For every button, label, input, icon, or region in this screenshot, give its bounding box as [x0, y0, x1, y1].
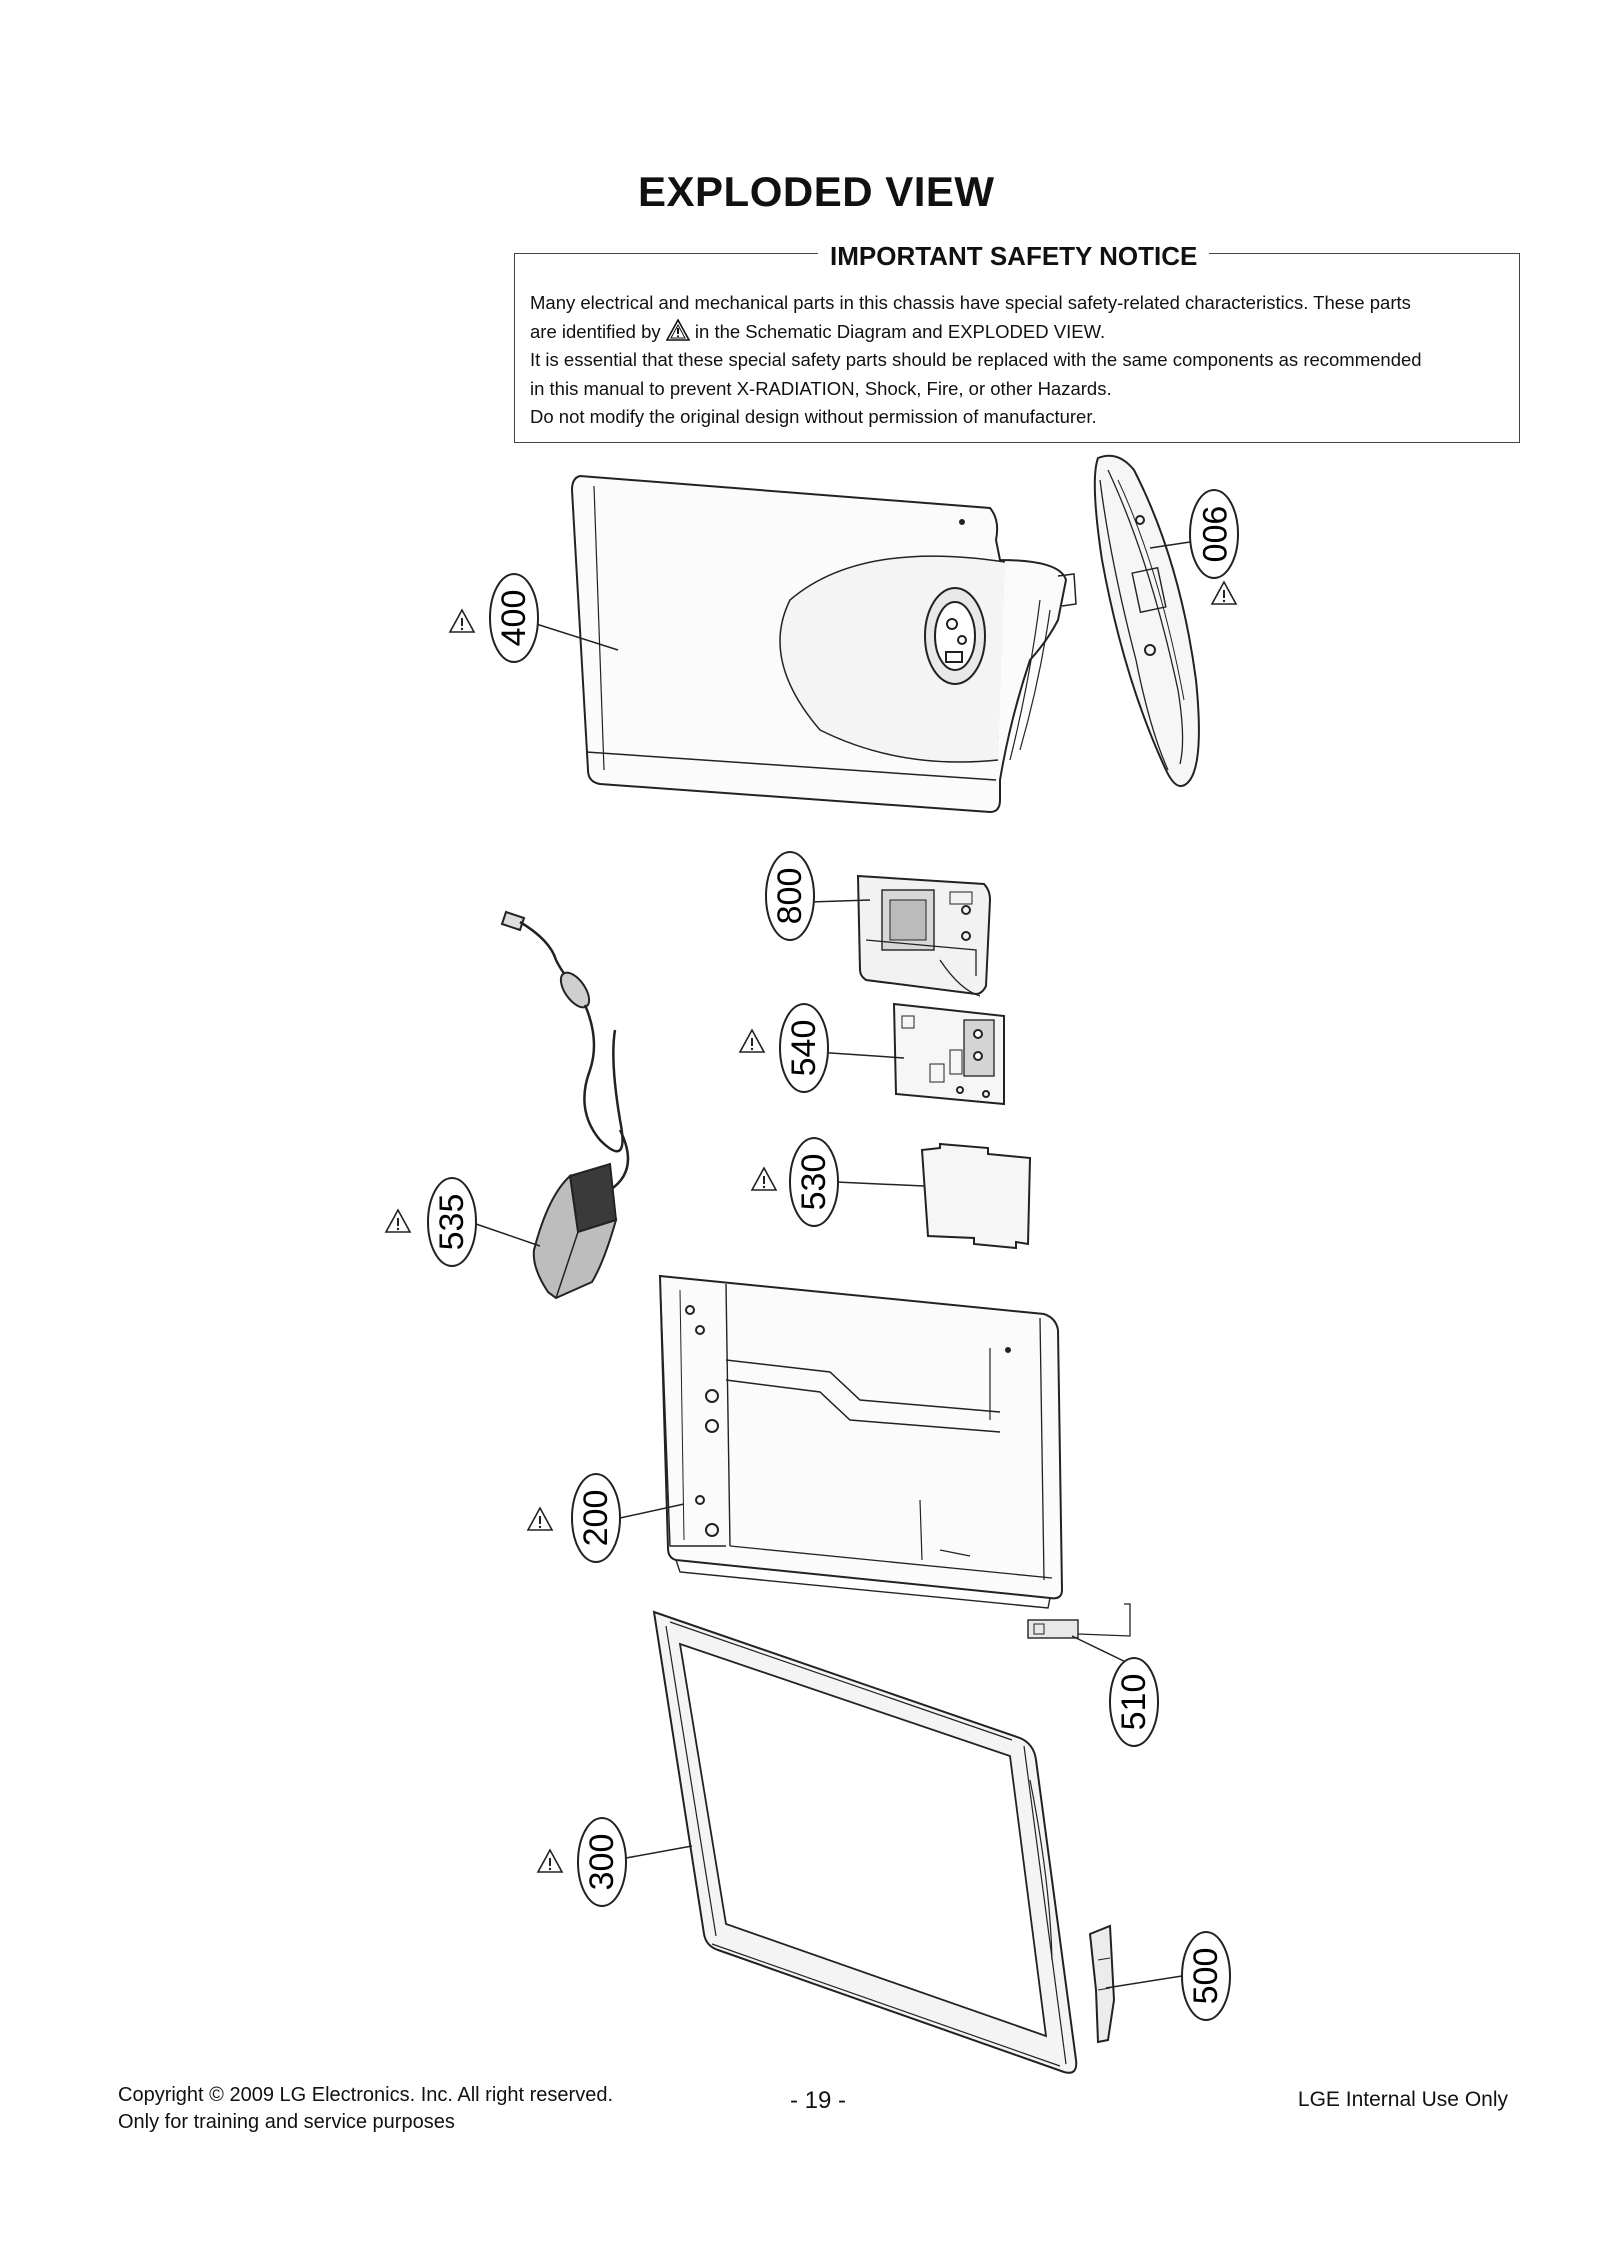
part-label-text: 400 — [495, 590, 533, 647]
shield-plate-part — [920, 1142, 1032, 1250]
part-label-text: 530 — [795, 1154, 833, 1211]
safety-warning-icon — [1211, 581, 1237, 605]
part-label-text: 540 — [785, 1020, 823, 1077]
footer-purpose: Only for training and service purposes — [118, 2111, 455, 2133]
stand-base-part — [1093, 454, 1200, 788]
lcd-panel-part — [658, 1274, 1064, 1609]
part-label-510: 510 — [1109, 1657, 1159, 1747]
safety-warning-icon — [665, 318, 690, 341]
part-label-535: 535 — [427, 1177, 477, 1267]
notice-line: Many electrical and mechanical parts in … — [530, 292, 1411, 313]
notice-line: It is essential that these special safet… — [530, 349, 1422, 370]
part-label-500: 500 — [1181, 1931, 1231, 2021]
power-adapter-part — [500, 910, 630, 1300]
footer-internal-notice: LGE Internal Use Only — [1297, 2088, 1508, 2111]
part-label-540: 540 — [779, 1003, 829, 1093]
notice-line-text: in the Schematic Diagram and EXPLODED VI… — [694, 320, 1106, 342]
page-title: EXPLODED VIEW — [638, 168, 995, 215]
safety-warning-icon — [449, 609, 475, 633]
bezel-frame-part — [652, 1610, 1078, 2074]
safety-warning-icon — [385, 1209, 411, 1233]
safety-warning-icon — [739, 1029, 765, 1053]
part-label-text: 200 — [577, 1490, 615, 1547]
safety-warning-icon — [751, 1167, 777, 1191]
page-number: - 19 - — [790, 2087, 847, 2114]
front-cabinet-part — [570, 474, 1077, 814]
notice-line: in this manual to prevent X-RADIATION, S… — [530, 377, 1112, 399]
main-board-part — [892, 1002, 1005, 1106]
footer-copyright-line: Copyright © 2009 LG Electronics. Inc. Al… — [118, 2082, 613, 2109]
safety-warning-icon — [537, 1849, 563, 1873]
notice-line-text: are identified by — [530, 320, 661, 342]
part-label-300: 300 — [577, 1817, 627, 1907]
part-label-text: 535 — [433, 1194, 471, 1251]
copyright-text: 2009 LG Electronics. Inc. All right rese… — [229, 2084, 613, 2106]
part-label-400: 400 — [489, 573, 539, 663]
notice-line: are identified by in the Schematic Diagr… — [530, 318, 1508, 347]
safety-warning-icon — [527, 1507, 553, 1531]
safety-notice-body: Many electrical and mechanical parts in … — [530, 289, 1508, 432]
safety-notice-title: IMPORTANT SAFETY NOTICE — [818, 241, 1210, 272]
notice-line: Do not modify the original design withou… — [530, 406, 1097, 427]
part-label-text: 500 — [1187, 1948, 1225, 2005]
small-board-part — [1027, 1603, 1131, 1639]
part-label-text: 300 — [583, 1834, 621, 1891]
footer-copyright: Copyright © 2009 LG Electronics. Inc. Al… — [118, 2082, 613, 2136]
part-label-800: 800 — [765, 851, 815, 941]
leader-lines — [475, 541, 1191, 1989]
part-label-text: 900 — [1195, 506, 1233, 563]
part-label-530: 530 — [789, 1137, 839, 1227]
part-label-200: 200 — [571, 1473, 621, 1563]
copyright-symbol: © — [209, 2084, 224, 2106]
shield-bracket-part — [856, 874, 992, 997]
part-label-text: 510 — [1115, 1674, 1153, 1731]
small-bracket-part — [1088, 1924, 1116, 2044]
part-label-900: 900 — [1189, 489, 1239, 579]
part-label-text: 800 — [771, 868, 809, 925]
copyright-prefix: Copyright — [118, 2084, 204, 2106]
